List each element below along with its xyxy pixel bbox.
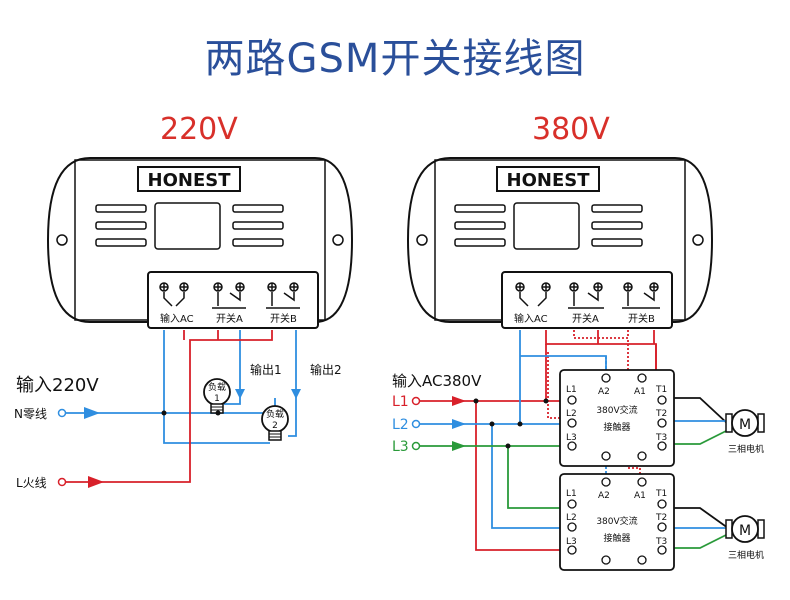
svg-text:M: M bbox=[739, 523, 751, 539]
svg-text:T1: T1 bbox=[655, 489, 667, 499]
brand-plate bbox=[137, 166, 241, 192]
l2-arrow bbox=[452, 419, 466, 429]
svg-text:380V交流: 380V交流 bbox=[596, 404, 637, 416]
mount-hole bbox=[692, 234, 704, 246]
svg-text:M: M bbox=[739, 417, 751, 433]
n-wire-label: N零线 bbox=[14, 407, 47, 421]
svg-text:A1: A1 bbox=[634, 491, 646, 501]
svg-text:L2: L2 bbox=[566, 409, 577, 419]
svg-text:接触器: 接触器 bbox=[603, 421, 630, 433]
term-label-switch-a: 开关A bbox=[572, 312, 599, 325]
left-gsm-switch-device: HONEST 输入AC 开关A 开关B bbox=[46, 157, 354, 329]
l3-arrow bbox=[452, 441, 466, 451]
load-1-number: 1 bbox=[214, 394, 220, 404]
load-2-label: 负载 bbox=[266, 408, 284, 420]
output-1-label: 输出1 bbox=[250, 362, 282, 377]
l2-label: L2 bbox=[392, 417, 409, 433]
svg-text:L2: L2 bbox=[566, 513, 577, 523]
mount-hole bbox=[56, 234, 68, 246]
junction-dots bbox=[161, 398, 549, 449]
svg-text:A2: A2 bbox=[598, 387, 610, 397]
display-window bbox=[154, 202, 221, 250]
display-window bbox=[513, 202, 580, 250]
svg-text:T2: T2 bbox=[655, 409, 667, 419]
brand-logo: HONEST bbox=[507, 170, 591, 191]
output-2-label: 输出2 bbox=[310, 362, 342, 377]
motor-icon: M 三相电机 bbox=[725, 409, 765, 455]
l1-label: L1 bbox=[392, 394, 409, 410]
svg-text:T2: T2 bbox=[655, 513, 667, 523]
svg-text:接触器: 接触器 bbox=[603, 532, 630, 544]
svg-text:380V交流: 380V交流 bbox=[596, 515, 637, 527]
term-label-switch-b: 开关B bbox=[628, 312, 655, 325]
load-1-label: 负载 bbox=[208, 381, 226, 393]
svg-text:L3: L3 bbox=[566, 537, 577, 547]
left-wiring bbox=[64, 330, 301, 483]
term-label-switch-b: 开关B bbox=[270, 312, 297, 325]
bulb-icon: 负载 1 bbox=[203, 378, 231, 414]
motor-label: 三相电机 bbox=[728, 443, 764, 455]
svg-text:L3: L3 bbox=[566, 433, 577, 443]
right-wiring bbox=[418, 330, 729, 551]
motor-icon: M 三相电机 bbox=[725, 515, 765, 561]
mount-hole bbox=[332, 234, 344, 246]
brand-logo: HONEST bbox=[148, 170, 232, 191]
svg-text:T3: T3 bbox=[655, 433, 667, 443]
l1-arrow bbox=[452, 396, 466, 406]
right-voltage-label: 380V bbox=[532, 112, 610, 147]
l3-terminal bbox=[411, 441, 421, 451]
contactor-bottom: L1 L2 L3 A2 A1 T1 T2 T3 380V交流 接触器 bbox=[559, 473, 675, 571]
svg-text:A2: A2 bbox=[598, 491, 610, 501]
l2-terminal bbox=[411, 419, 421, 429]
l-arrow bbox=[88, 476, 104, 488]
l1-terminal bbox=[411, 396, 421, 406]
svg-text:T3: T3 bbox=[655, 537, 667, 547]
left-voltage-label: 220V bbox=[160, 112, 238, 147]
n-arrow bbox=[84, 407, 100, 419]
svg-text:L1: L1 bbox=[566, 385, 577, 395]
contactor-top: L1 L2 L3 A2 A1 T1 T2 T3 380V交流 接触器 bbox=[559, 369, 675, 467]
brand-plate bbox=[496, 166, 600, 192]
svg-text:A1: A1 bbox=[634, 387, 646, 397]
page-title: 两路GSM开关接线图 bbox=[204, 36, 586, 82]
right-input-label: 输入AC380V bbox=[392, 372, 482, 390]
term-label-ac: 输入AC bbox=[160, 312, 194, 325]
svg-text:T1: T1 bbox=[655, 385, 667, 395]
left-input-label: 输入220V bbox=[16, 375, 99, 396]
bulb-icon: 负载 2 bbox=[261, 405, 289, 441]
terminal-block bbox=[501, 271, 673, 329]
svg-text:L1: L1 bbox=[566, 489, 577, 499]
term-label-switch-a: 开关A bbox=[216, 312, 243, 325]
l-terminal bbox=[57, 477, 67, 487]
n-terminal bbox=[57, 408, 67, 418]
load-2-number: 2 bbox=[272, 421, 278, 431]
l3-label: L3 bbox=[392, 439, 409, 455]
l-wire-label: L火线 bbox=[16, 476, 47, 490]
motor-label: 三相电机 bbox=[728, 549, 764, 561]
right-gsm-switch-device: HONEST 输入AC 开关A 开关B bbox=[406, 157, 714, 329]
term-label-ac: 输入AC bbox=[514, 312, 548, 325]
mount-hole bbox=[416, 234, 428, 246]
